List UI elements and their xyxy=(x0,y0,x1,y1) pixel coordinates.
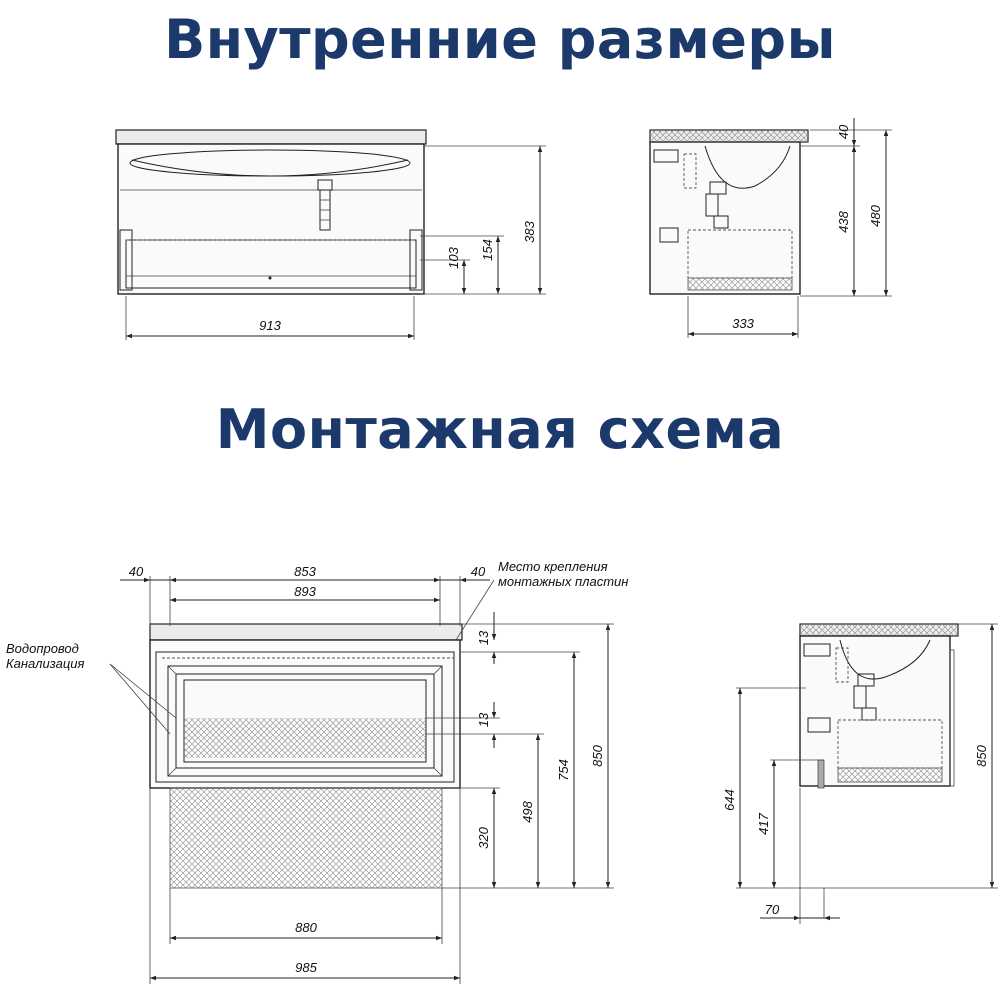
drawer-front xyxy=(167,665,443,777)
dim-754: 754 xyxy=(556,759,571,781)
cabinet-side xyxy=(649,141,801,295)
dim-333: 333 xyxy=(732,316,754,331)
dim-438: 438 xyxy=(836,210,851,232)
dim-417: 417 xyxy=(756,812,771,834)
dim-154: 154 xyxy=(480,239,495,261)
label-sewer: Канализация xyxy=(6,656,84,671)
dim-320: 320 xyxy=(476,826,491,848)
siphon xyxy=(317,179,333,231)
dim-644: 644 xyxy=(722,789,737,811)
dim-913: 913 xyxy=(259,318,281,333)
countertop-mount xyxy=(149,623,463,641)
label-mount-place: Место крепления xyxy=(498,559,608,574)
label-mount-plates: монтажных пластин xyxy=(498,574,628,589)
internal-side-view: 333 40 438 480 xyxy=(649,118,892,338)
dim-right-40: 40 xyxy=(471,564,486,579)
wall-zone xyxy=(169,787,443,889)
mounting-front-view: 40 853 40 893 Место крепления монтажных … xyxy=(6,559,628,984)
dim-880: 880 xyxy=(295,920,317,935)
dim-893: 893 xyxy=(294,584,316,599)
dim-383: 383 xyxy=(522,220,537,242)
dim-13-top: 13 xyxy=(476,630,491,645)
dim-left-40: 40 xyxy=(129,564,144,579)
internal-front-view: 913 383 154 103 xyxy=(115,129,546,340)
dim-70: 70 xyxy=(765,902,780,917)
dim-13-mid: 13 xyxy=(476,712,491,727)
mounting-side-view: 644 417 850 70 xyxy=(722,623,998,924)
title-internal-dimensions: Внутренние размеры xyxy=(164,8,836,71)
dim-side-850: 850 xyxy=(974,744,989,766)
dim-40: 40 xyxy=(836,124,851,139)
title-mounting-scheme: Монтажная схема xyxy=(215,398,785,461)
siphon-side xyxy=(705,181,729,229)
label-water-supply: Водопровод xyxy=(6,641,79,656)
dim-480: 480 xyxy=(868,204,883,226)
dim-985: 985 xyxy=(295,960,317,975)
cabinet-side-mount xyxy=(799,635,951,787)
cabinet-body xyxy=(117,143,425,295)
cabinet-mount xyxy=(149,639,461,789)
dim-853: 853 xyxy=(294,564,316,579)
dim-850: 850 xyxy=(590,744,605,766)
dim-498: 498 xyxy=(520,800,535,822)
countertop xyxy=(115,129,427,145)
dim-103: 103 xyxy=(446,246,461,268)
